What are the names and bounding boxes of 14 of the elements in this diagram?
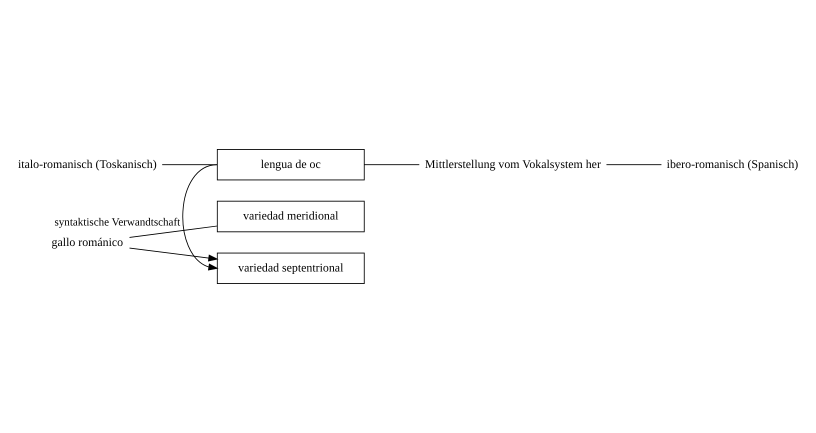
node-text: italo-romanisch (Toskanisch) [18, 156, 157, 171]
node-text: ibero-romanisch (Spanisch) [666, 156, 798, 171]
edge-label: syntaktische Verwandtschaft [54, 216, 180, 228]
node-box: lengua de oc [216, 148, 365, 180]
arrow [129, 248, 219, 262]
arrow [182, 164, 219, 270]
node-text: gallo románico [52, 234, 124, 249]
connector [606, 164, 662, 166]
connector [162, 164, 218, 166]
node-box: variedad meridional [216, 200, 365, 232]
node-text: Mittlerstellung vom Vokalsystem her [424, 156, 601, 171]
connector [129, 226, 218, 238]
connector [364, 164, 420, 166]
node-box: variedad septentrional [216, 252, 365, 284]
